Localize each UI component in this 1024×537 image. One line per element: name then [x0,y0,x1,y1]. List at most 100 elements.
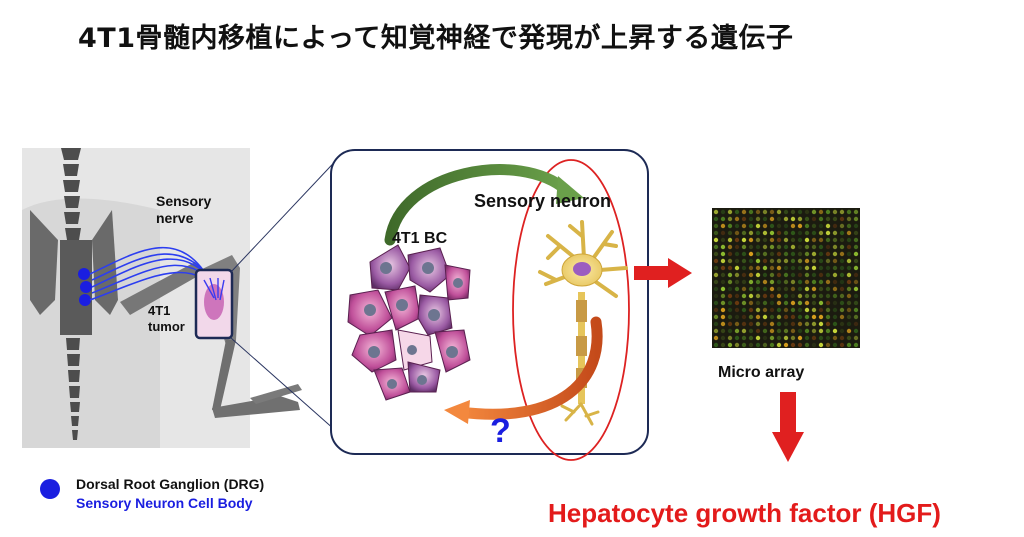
micro-array-spot [839,300,845,306]
zoom-line-top [230,151,345,273]
micro-array-spot [713,293,719,299]
micro-array-spot [776,272,782,278]
micro-array-spot [776,251,782,257]
micro-array-spot [734,258,740,264]
micro-array-spot [713,272,719,278]
micro-array-spot [832,216,838,222]
micro-array-spot [853,342,859,348]
micro-array-spot [818,286,824,292]
micro-array-spot [769,237,775,243]
micro-array-spot [797,286,803,292]
micro-array-spot [720,223,726,229]
micro-array-spot [748,286,754,292]
micro-array-spot [846,279,852,285]
micro-array-spot [720,216,726,222]
micro-array-spot [846,300,852,306]
legend-cell-body-text: Sensory Neuron Cell Body [76,495,253,511]
micro-array-spot [839,265,845,271]
micro-array-spot [762,342,768,348]
micro-array-spot [825,307,831,313]
micro-array-spot [762,209,768,215]
micro-array-spot [790,300,796,306]
micro-array-spot [748,293,754,299]
micro-array-spot [804,230,810,236]
micro-array-spot [818,307,824,313]
micro-array-spot [783,251,789,257]
micro-array-spot [811,272,817,278]
micro-array-spot [762,307,768,313]
micro-array-spot [762,258,768,264]
micro-array-spot [790,314,796,320]
micro-array-spot [741,244,747,250]
micro-array-spot [755,321,761,327]
micro-array-spot [748,230,754,236]
micro-array-spot [748,251,754,257]
micro-array-spot [825,342,831,348]
micro-array-spot [811,300,817,306]
micro-array-spot [797,293,803,299]
micro-array-spot [783,244,789,250]
micro-array-spot [713,251,719,257]
micro-array-spot [755,279,761,285]
micro-array-spot [804,265,810,271]
micro-array-spot [846,244,852,250]
micro-array-spot [790,293,796,299]
micro-array-spot [720,237,726,243]
micro-array-spot [790,244,796,250]
micro-array-spot [720,279,726,285]
micro-array-spot [776,209,782,215]
micro-array-spot [762,314,768,320]
micro-array-spot [755,293,761,299]
micro-array-spot [818,328,824,334]
micro-array-spot [741,328,747,334]
drg-dots [78,268,92,306]
micro-array-spot [839,251,845,257]
micro-array-spot [741,209,747,215]
micro-array-image [712,208,860,348]
micro-array-spot [797,230,803,236]
micro-array-spot [755,314,761,320]
micro-array-spot [727,216,733,222]
micro-array-spot [727,328,733,334]
micro-array-spot [762,321,768,327]
micro-array-spot [762,300,768,306]
micro-array-spot [853,293,859,299]
micro-array-spot [804,321,810,327]
micro-array-spot [846,216,852,222]
micro-array-spot [727,258,733,264]
micro-array-spot [769,321,775,327]
micro-array-spot [713,307,719,313]
micro-array-spot [846,265,852,271]
micro-array-spot [734,307,740,313]
micro-array-spot [741,237,747,243]
micro-array-spot [825,279,831,285]
micro-array-spot [734,244,740,250]
micro-array-spot [804,314,810,320]
micro-array-spot [776,307,782,313]
micro-array-spot [727,286,733,292]
micro-array-spot [776,335,782,341]
neuron-highlight-ellipse [512,159,630,461]
micro-array-spot [811,342,817,348]
micro-array-spot [804,209,810,215]
micro-array-label: Micro array [718,364,805,381]
orange-curved-arrow [454,316,603,420]
micro-array-spot [790,328,796,334]
micro-array-spot [818,293,824,299]
micro-array-spot [783,223,789,229]
micro-array-spot [790,272,796,278]
micro-array-spot [853,272,859,278]
bc-label: 4T1 BC [392,230,448,247]
micro-array-spot [748,272,754,278]
micro-array-spot [832,342,838,348]
micro-array-spot [804,335,810,341]
micro-array-spot [790,279,796,285]
micro-array-spot [832,321,838,327]
micro-array-spot [741,300,747,306]
micro-array-spot [832,258,838,264]
micro-array-spot [720,293,726,299]
micro-array-spot [818,216,824,222]
micro-array-spot [811,209,817,215]
micro-array-spot [776,237,782,243]
micro-array-spot [811,223,817,229]
